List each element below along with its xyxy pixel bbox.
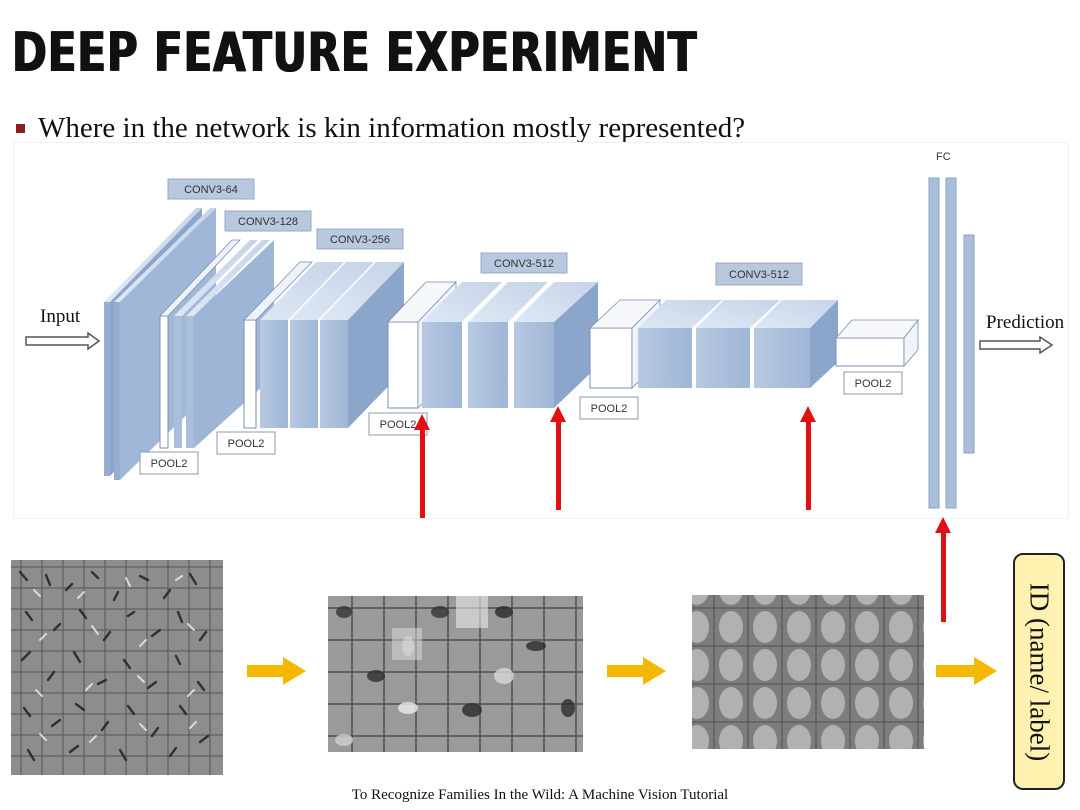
conv-block-group-5: [588, 299, 838, 389]
conv-label-5: CONV3-512: [715, 262, 803, 286]
input-arrow-icon: [25, 331, 101, 351]
conv-label-5-text: CONV3-512: [729, 269, 789, 281]
yellow-arrow-icon: [936, 657, 997, 685]
slide-footer: To Recognize Families In the Wild: A Mac…: [351, 787, 729, 803]
conv-label-3-text: CONV3-256: [330, 234, 390, 246]
conv-label-1-text: CONV3-64: [184, 184, 238, 196]
edge-filter-highlights: [33, 575, 197, 743]
slide-title: DEEP FEATURE EXPERIMENT: [12, 21, 698, 84]
fc-label: FC: [936, 151, 951, 163]
red-arrow-icon: [414, 414, 430, 518]
highlight-arrows: [414, 406, 951, 622]
bullet-text: Where in the network is kin information …: [38, 111, 746, 144]
conv-block-group-3: [243, 261, 404, 429]
prediction-label: Prediction: [986, 312, 1065, 333]
fc-layers: FC: [928, 151, 975, 509]
conv-label-4: CONV3-512: [480, 252, 568, 274]
face-parts-panel: [328, 596, 583, 752]
flow-arrows: [247, 657, 997, 685]
face-part-shapes: [335, 596, 575, 746]
conv-block-group-1: [104, 208, 216, 480]
conv-label-2: CONV3-128: [224, 210, 312, 232]
pool-label-1-text: POOL2: [151, 458, 188, 470]
conv-block-group-4: [387, 280, 598, 410]
pool-label-4: POOL2: [579, 396, 639, 420]
conv-label-3: CONV3-256: [316, 228, 404, 250]
bullet-square-icon: [16, 123, 25, 133]
pool-label-5: POOL2: [843, 371, 903, 395]
whole-faces-panel: [692, 595, 924, 749]
red-arrow-icon: [800, 406, 816, 510]
edge-filter-strokes: [18, 570, 210, 762]
pool-label-3: POOL2: [368, 412, 428, 436]
pool-label-3-text: POOL2: [380, 419, 417, 431]
pool-label-2-text: POOL2: [228, 438, 265, 450]
pool-label-4-text: POOL2: [591, 403, 628, 415]
yellow-arrow-icon: [607, 657, 666, 685]
red-arrow-icon: [550, 406, 566, 510]
output-arrow-icon: [979, 335, 1054, 355]
pool-label-1: POOL2: [139, 451, 199, 475]
yellow-arrow-icon: [247, 657, 306, 685]
id-label-box: ID (name/ label): [1013, 553, 1065, 790]
pool-label-5-text: POOL2: [855, 378, 892, 390]
conv-label-4-text: CONV3-512: [494, 258, 554, 270]
conv-block-group-2: [159, 239, 274, 449]
red-arrow-icon: [935, 517, 951, 622]
pool-label-2: POOL2: [216, 431, 276, 455]
input-label: Input: [40, 306, 81, 327]
id-label-text: ID (name/ label): [1024, 582, 1055, 761]
conv-label-1: CONV3-64: [167, 178, 255, 200]
conv-label-2-text: CONV3-128: [238, 216, 298, 228]
bullet-point: Where in the network is kin information …: [16, 110, 745, 146]
final-pool-block: [835, 318, 919, 368]
